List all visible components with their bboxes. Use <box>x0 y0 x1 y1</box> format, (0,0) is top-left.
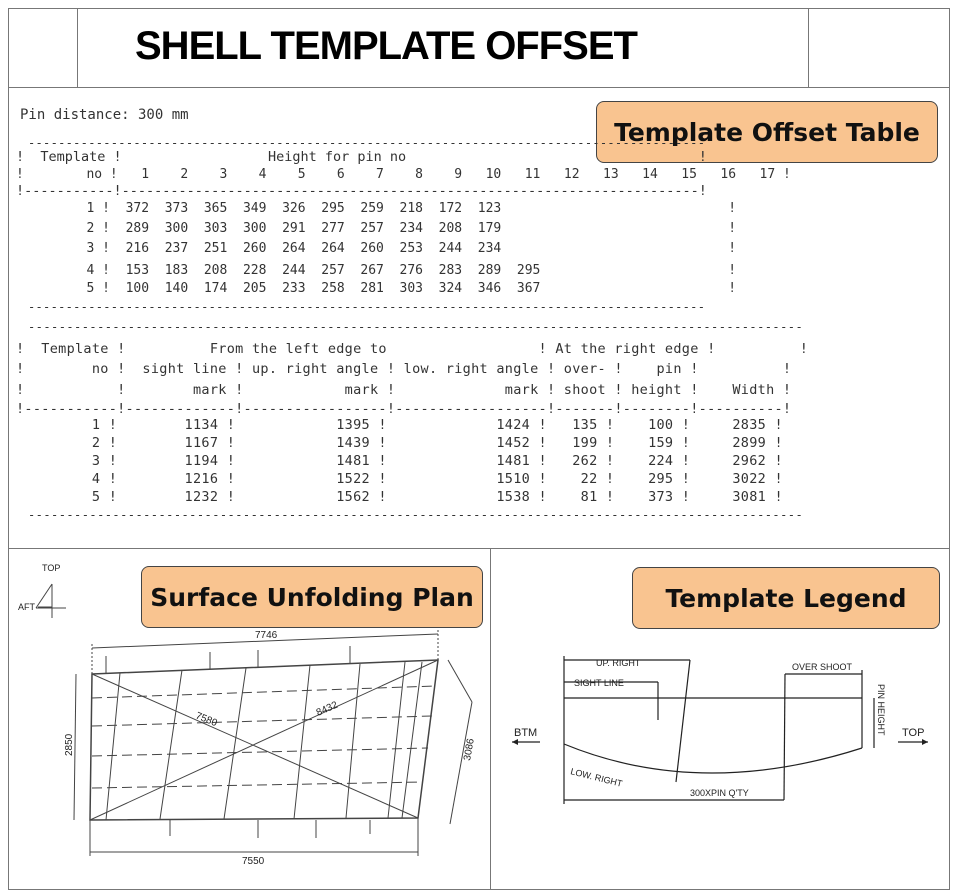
table2-header-2: ! no ! sight line ! up. right angle ! lo… <box>16 361 792 377</box>
legend-drawing: UP. RIGHT SIGHT LINE OVER SHOOT PIN HEIG… <box>512 656 928 804</box>
table-row: 4 ! 1216 ! 1522 ! 1510 ! 22 ! 295 ! 3022… <box>16 471 783 487</box>
plan-dim-bottom: 7550 <box>242 856 265 867</box>
callout-offset-table: Template Offset Table <box>596 101 938 163</box>
table1-dash-top: ----------------------------------------… <box>28 136 706 150</box>
table-row: 1 ! 1134 ! 1395 ! 1424 ! 135 ! 100 ! 283… <box>16 417 783 433</box>
table2-dash-top: ----------------------------------------… <box>28 320 804 334</box>
legend-over-shoot: OVER SHOOT <box>792 662 853 672</box>
legend-up-right: UP. RIGHT <box>596 658 641 668</box>
plan-diag-1: 7580 <box>194 711 219 730</box>
plan-diag-2: 8432 <box>315 699 340 718</box>
legend-pin-height: PIN HEIGHT <box>876 684 886 736</box>
table2-dash-bottom: ----------------------------------------… <box>28 508 804 522</box>
table2-header-3: ! ! mark ! mark ! mark ! shoot ! height … <box>16 382 792 398</box>
pin-distance: Pin distance: 300 mm <box>20 107 189 123</box>
table-row: 2 ! 289 300 303 300 291 277 257 234 208 … <box>16 221 737 236</box>
legend-pin-qty: 300XPIN Q'TY <box>690 788 749 798</box>
plan-top-label: TOP <box>42 563 60 573</box>
table-row: 4 ! 153 183 208 228 244 257 267 276 283 … <box>16 263 737 278</box>
document-frame <box>8 8 950 890</box>
diagram-divider <box>490 548 491 890</box>
title-block-right-cell <box>808 8 950 88</box>
table1-separator: !-----------!---------------------------… <box>16 183 707 199</box>
legend-low-right: LOW. RIGHT <box>570 766 624 789</box>
table-row: 3 ! 1194 ! 1481 ! 1481 ! 262 ! 224 ! 296… <box>16 453 783 469</box>
table1-header-1: ! Template ! Height for pin no ! <box>16 149 707 165</box>
table2-header-1: ! Template ! From the left edge to ! At … <box>16 341 809 357</box>
table-row: 2 ! 1167 ! 1439 ! 1452 ! 199 ! 159 ! 289… <box>16 435 783 451</box>
table1-dash-bottom: ----------------------------------------… <box>28 300 706 314</box>
table1-header-2: ! no ! 1 2 3 4 5 6 7 8 9 10 11 12 13 14 … <box>16 167 791 182</box>
legend-btm: BTM <box>514 727 537 739</box>
section-divider <box>8 548 950 549</box>
table-row: 3 ! 216 237 251 260 264 264 260 253 244 … <box>16 241 737 256</box>
legend-top: TOP <box>902 727 924 739</box>
plan-dim-left: 2850 <box>64 733 75 756</box>
plan-dim-top: 7746 <box>255 630 278 641</box>
title-block-left-cell <box>8 8 78 88</box>
table-row: 5 ! 1232 ! 1562 ! 1538 ! 81 ! 373 ! 3081… <box>16 489 783 505</box>
callout-unfolding-plan: Surface Unfolding Plan <box>141 566 483 628</box>
unfolding-plan-drawing: TOP AFT 7746 7550 2850 3086 7580 8432 <box>18 563 477 867</box>
callout-legend: Template Legend <box>632 567 940 629</box>
plan-dim-right: 3086 <box>462 737 477 761</box>
legend-sight-line: SIGHT LINE <box>574 678 624 688</box>
plan-aft-label: AFT <box>18 602 36 612</box>
table-row: 5 ! 100 140 174 205 233 258 281 303 324 … <box>16 281 737 296</box>
table2-separator: !-----------!-------------!-------------… <box>16 401 792 417</box>
table-row: 1 ! 372 373 365 349 326 295 259 218 172 … <box>16 201 737 216</box>
title-block <box>8 8 950 88</box>
document-title: SHELL TEMPLATE OFFSET <box>135 24 638 68</box>
